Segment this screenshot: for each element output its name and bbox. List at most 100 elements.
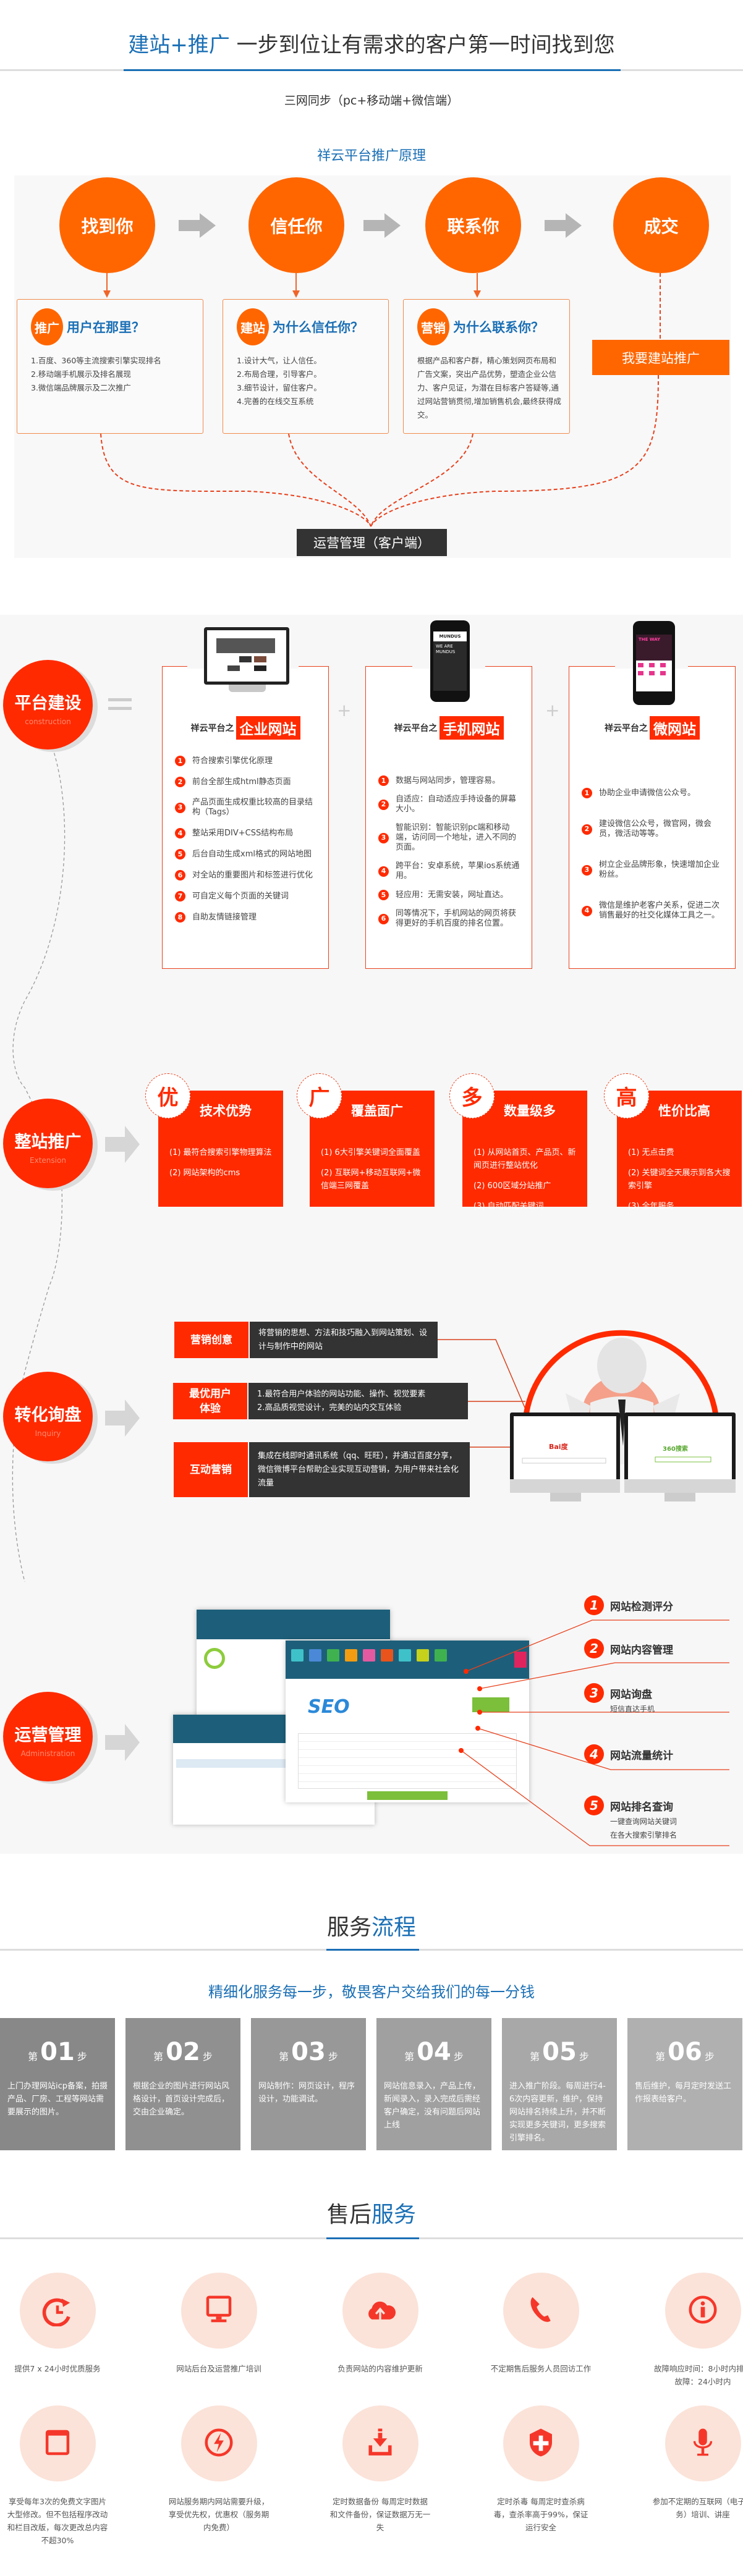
extension-card: 高性价比高(1) 无点击费(2) 关键词全天展示到各大搜索引擎(3) 全年服务	[604, 1073, 742, 1211]
step-text: 上门办理网站icp备案，拍摄产品、厂房、工程等网站需要展示的图片。	[7, 2082, 108, 2117]
feature-title: 网站内容管理	[610, 1644, 673, 1657]
step-number: 03	[291, 2038, 326, 2066]
extension-title: 整站推广	[14, 1133, 82, 1152]
title-highlight: 建站+推广	[128, 33, 230, 57]
website-tag: 建站	[237, 308, 269, 345]
feature-text: 对全站的重要图片和标签进行优化	[192, 870, 313, 880]
row-label: 最优用户体验	[173, 1383, 247, 1419]
info-icon	[686, 2293, 720, 2329]
icon-circle	[664, 2405, 741, 2481]
card-name: 微网站	[650, 716, 700, 740]
clock-refresh-icon	[41, 2293, 74, 2329]
card-item: (1) 无点击费	[628, 1148, 674, 1157]
marketing-question: 为什么联系你？	[453, 320, 544, 335]
feature-title: 网站流量统计	[610, 1750, 673, 1762]
inquiry-row-creative: 营销创意 将营销的思想、方法和技巧融入到网站策划、设计与制作中的网站	[174, 1322, 438, 1358]
text-line: 集成在线即时通讯系统（qq、旺旺），并通过百度分享，微信微博平台帮助企业实现互动…	[258, 1451, 459, 1488]
aftersales-item: 网站后台及运营推广培训	[163, 2273, 274, 2375]
card-name: 手机网站	[439, 716, 504, 740]
icon-circle	[180, 2273, 257, 2349]
icon-circle	[180, 2405, 257, 2481]
feature-title: 网站排名查询	[610, 1801, 673, 1814]
equals-icon-bar	[108, 707, 132, 710]
inquiry-illustration	[438, 1330, 736, 1501]
card-items: (1) 无点击费(2) 关键词全天展示到各大搜索引擎(3) 全年服务	[628, 1146, 733, 1220]
card-title: 数量级多	[504, 1104, 556, 1118]
step-circle-trust: 信任你	[248, 177, 344, 273]
card-title: 技术优势	[200, 1104, 252, 1118]
feature-text: 符合搜索引擎优化原理	[192, 756, 273, 766]
marketing-box: 营销为什么联系你？ 根据产品和客户群，精心策划网页布局和广告文案，突出产品优势，…	[403, 299, 570, 434]
feature-item: 4 整站采用DIV+CSS结构布局	[175, 828, 317, 838]
text-line: 2.布局合理，引导客户。	[237, 370, 321, 379]
card-item: (1) 6大引擎关键词全面覆盖	[321, 1148, 420, 1157]
number-badge-icon: 2	[378, 799, 389, 810]
principle-connectors	[100, 273, 661, 527]
feature-text: 微信是维护老客户关系，促进二次销售最好的社交化媒体工具之一。	[599, 901, 720, 920]
build-promote-button[interactable]: 我要建站推广	[592, 340, 729, 375]
extension-subtitle: Extension	[30, 1156, 66, 1165]
inquiry-title: 转化询盘	[14, 1406, 82, 1425]
admin-title: 运营管理	[14, 1726, 82, 1745]
aftersales-divider	[0, 2237, 743, 2239]
card-items: (1) 6大引擎关键词全面覆盖(2) 互联网+移动互联网+微信端三网覆盖	[321, 1146, 426, 1200]
aftersales-item: 参加不定期的互联网（电子商务）培训、讲座	[647, 2405, 743, 2521]
icon-circle	[19, 2405, 96, 2481]
baidu-logo: Bai度	[549, 1443, 568, 1451]
text-line: 2.移动端手机展示及排名展现	[31, 370, 131, 379]
extension-circle: 整站推广 Extension	[3, 1099, 93, 1188]
process-divider	[0, 1949, 743, 1951]
step-prefix: 第	[279, 2051, 289, 2063]
aftersales-item: 享受每年3次的免费文字图片大型修改。但不包括程序改动和栏目改版，每次更改总内容不…	[2, 2405, 113, 2547]
feature-text: 整站采用DIV+CSS结构布局	[192, 828, 294, 838]
feature-subtext: 一键查询网站关键词	[610, 1817, 677, 1826]
feature-text: 跨平台：安卓系统，苹果ios系统通用。	[396, 861, 520, 880]
aftersales-text: 定时数据备份 每周定时数据和文件备份，保证数据万无一失	[329, 2497, 431, 2532]
wechat-banner: THE WAY	[636, 635, 672, 661]
number-badge-icon: 2	[175, 777, 185, 787]
aftersales-text: 定时杀毒 每周定时查杀病毒，查杀率高于99%，保证运行安全	[493, 2497, 588, 2532]
lightning-icon	[202, 2426, 236, 2462]
number-badge-icon: 7	[175, 891, 185, 902]
microphone-icon	[686, 2426, 720, 2462]
text-line: 4.完善的在线交互系统	[237, 397, 314, 406]
badge-icon: 广	[297, 1073, 342, 1118]
principle-title: 祥云平台推广原理	[316, 148, 426, 164]
step-prefix: 第	[404, 2051, 415, 2063]
feature-title: 网站询盘	[610, 1689, 652, 1701]
360-search-logo: 360搜索	[663, 1446, 688, 1453]
desktop-mockup	[204, 627, 289, 685]
step-number: 01	[40, 2038, 75, 2066]
icon-circle	[503, 2405, 579, 2481]
step-prefix: 第	[28, 2051, 38, 2063]
text-line: 3.细节设计，留住客户。	[237, 383, 321, 392]
row-label: 营销创意	[174, 1322, 248, 1358]
aftersales-item: 定时数据备份 每周定时数据和文件备份，保证数据万无一失	[325, 2405, 436, 2534]
number-badge-icon: 5	[175, 849, 185, 859]
card-item: (3) 自动匹配关键词	[473, 1202, 544, 1211]
feature-text: 产品页面生成权重比较高的目录结构（Tags）	[192, 798, 313, 817]
card-prefix: 祥云平台之	[605, 724, 648, 733]
aftersales-text: 参加不定期的互联网（电子商务）培训、讲座	[652, 2497, 743, 2519]
aftersales-title-b: 服务	[372, 2202, 417, 2228]
step-suffix: 步	[77, 2051, 87, 2063]
number-badge-icon: 4	[175, 828, 185, 838]
card-item: (3) 全年服务	[628, 1202, 674, 1211]
card-title: 性价比高	[658, 1104, 710, 1118]
feature-text: 数据与网站同步，管理容易。	[396, 775, 501, 785]
